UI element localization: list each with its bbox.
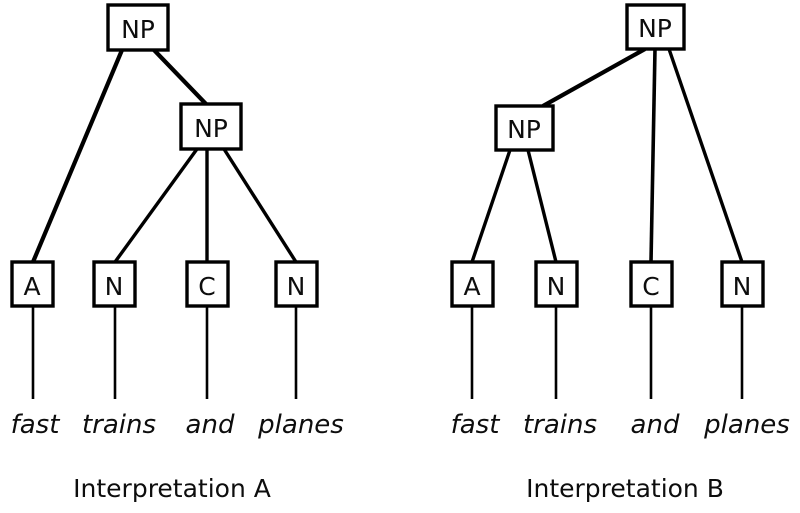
caption-interpretation-a: Interpretation A: [73, 474, 271, 503]
edge-b-edge-np-to-a: [470, 149, 512, 263]
edge-a-edge-np-to-n1: [113, 148, 199, 263]
node-b-leaf-n1[interactable]: N: [534, 260, 579, 308]
edge-b-edge-root-to-c: [649, 48, 657, 263]
node-box-b-root-np: [625, 3, 686, 51]
node-a-leaf-n1[interactable]: N: [92, 260, 137, 308]
edge-b-edge-np-to-n1: [526, 149, 558, 263]
node-label-a-leaf-a: A: [23, 272, 40, 301]
node-b-leaf-a[interactable]: A: [450, 260, 495, 308]
node-box-b-leaf-n2: [720, 260, 765, 308]
node-box-a-inner-np: [179, 102, 243, 151]
node-label-b-leaf-c: C: [642, 272, 659, 301]
node-box-b-leaf-c: [629, 260, 674, 308]
edge-a-edge-np-to-n2: [222, 148, 298, 263]
node-label-b-leaf-n1: N: [547, 272, 566, 301]
node-box-a-root-np: [106, 3, 170, 52]
node-a-root-np[interactable]: NP: [106, 3, 170, 52]
node-a-inner-np[interactable]: NP: [179, 102, 243, 151]
edge-a-edge-root-to-np: [152, 48, 208, 106]
node-b-inner-np[interactable]: NP: [494, 104, 555, 152]
node-a-leaf-c[interactable]: C: [185, 260, 230, 308]
node-label-a-leaf-n2: N: [287, 272, 306, 301]
word-b-word-planes: planes: [703, 410, 790, 440]
node-label-b-leaf-a: A: [463, 272, 480, 301]
edge-b-edge-root-to-n2: [667, 48, 744, 263]
word-b-word-trains: trains: [523, 410, 597, 440]
word-a-word-planes: planes: [257, 410, 344, 440]
node-a-leaf-a[interactable]: A: [10, 260, 55, 308]
node-label-b-inner-np: NP: [507, 115, 541, 144]
node-b-root-np[interactable]: NP: [625, 3, 686, 51]
caption-interpretation-b: Interpretation B: [526, 474, 724, 503]
node-label-a-leaf-n1: N: [105, 272, 124, 301]
edge-b-edge-root-to-np: [541, 47, 647, 108]
node-label-b-leaf-n2: N: [733, 272, 752, 301]
node-label-a-inner-np: NP: [194, 114, 228, 143]
edge-a-edge-root-to-a: [31, 49, 124, 263]
node-box-b-leaf-a: [450, 260, 495, 308]
word-b-word-and: and: [631, 410, 680, 440]
node-box-a-leaf-n2: [274, 260, 319, 308]
word-a-word-and: and: [186, 410, 235, 440]
word-a-word-trains: trains: [82, 410, 156, 440]
node-box-a-leaf-n1: [92, 260, 137, 308]
word-a-word-fast: fast: [11, 410, 61, 440]
node-box-a-leaf-a: [10, 260, 55, 308]
node-box-b-leaf-n1: [534, 260, 579, 308]
node-b-leaf-c[interactable]: C: [629, 260, 674, 308]
node-box-b-inner-np: [494, 104, 555, 152]
node-label-b-root-np: NP: [638, 14, 672, 43]
node-box-a-leaf-c: [185, 260, 230, 308]
node-label-a-root-np: NP: [121, 15, 155, 44]
node-label-a-leaf-c: C: [198, 272, 215, 301]
word-b-word-fast: fast: [451, 410, 501, 440]
node-a-leaf-n2[interactable]: N: [274, 260, 319, 308]
node-b-leaf-n2[interactable]: N: [720, 260, 765, 308]
